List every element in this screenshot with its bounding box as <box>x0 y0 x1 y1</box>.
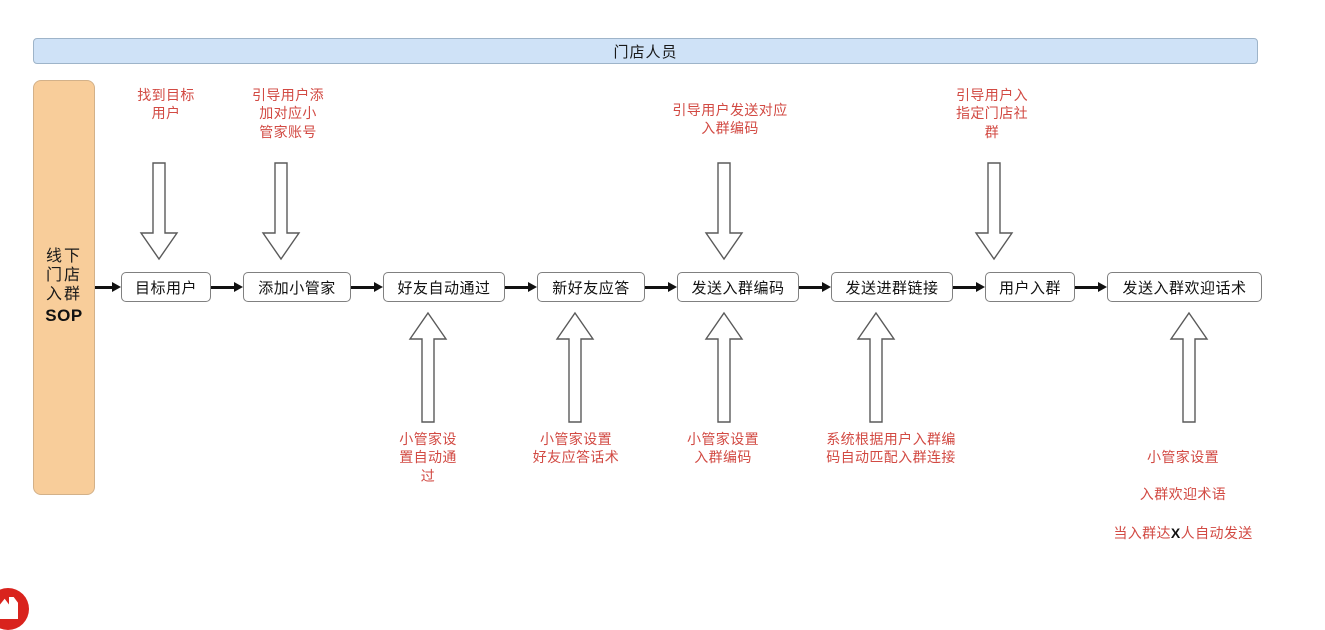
flow-connector-0 <box>95 282 121 292</box>
block-arrow-up-4 <box>856 311 896 423</box>
block-arrow-up-3 <box>704 311 744 423</box>
swimlane-header-banner: 门店人员 <box>33 38 1258 64</box>
note-bottom-5-threshold: X <box>1170 525 1181 542</box>
block-arrow-down-1 <box>139 162 179 261</box>
lane-label-line-3: 入群 <box>45 285 82 303</box>
flow-connector-1 <box>211 282 243 292</box>
process-box-1[interactable]: 目标用户 <box>121 272 211 302</box>
block-arrow-up-1 <box>408 311 448 423</box>
lane-label-line-2: 门店 <box>45 267 82 285</box>
flow-connector-6 <box>953 282 985 292</box>
process-box-3-label: 好友自动通过 <box>397 280 491 297</box>
process-box-8[interactable]: 发送入群欢迎话术 <box>1107 272 1262 302</box>
block-arrow-down-4 <box>974 162 1014 261</box>
note-bottom-5: 小管家设置 入群欢迎术语 当入群达X人自动发送 <box>1098 432 1268 563</box>
swimlane-header-title: 门店人员 <box>613 44 678 61</box>
red-circle-logo-icon <box>0 588 29 630</box>
lane-label-line-1: 线下 <box>45 248 82 266</box>
flow-connector-2 <box>351 282 383 292</box>
flow-connector-5 <box>799 282 831 292</box>
flow-connector-7 <box>1075 282 1107 292</box>
note-bottom-4: 系统根据用户入群编 码自动匹配入群连接 <box>826 433 956 467</box>
process-box-1-label: 目标用户 <box>134 280 197 297</box>
process-box-5-label: 发送入群编码 <box>691 280 785 297</box>
note-top-4: 引导用户入 指定门店社 群 <box>956 89 1028 141</box>
block-arrow-down-3 <box>704 162 744 261</box>
block-arrow-down-2 <box>261 162 301 261</box>
block-arrow-up-2 <box>555 311 595 423</box>
process-box-2-label: 添加小管家 <box>258 280 336 297</box>
note-bottom-5-line-2: 入群欢迎术语 <box>1139 488 1227 504</box>
process-box-6[interactable]: 发送进群链接 <box>831 272 953 302</box>
note-bottom-5-line-3: 当入群达X人自动发送 <box>1098 524 1268 544</box>
note-bottom-1: 小管家设 置自动通 过 <box>399 433 457 485</box>
note-top-1: 找到目标 用户 <box>137 89 195 123</box>
note-bottom-5-line-3-post: 人自动发送 <box>1180 527 1253 543</box>
logo-glyph-icon <box>0 597 18 619</box>
lane-label-sop: SOP <box>45 305 83 325</box>
process-box-7[interactable]: 用户入群 <box>985 272 1075 302</box>
process-box-7-label: 用户入群 <box>998 280 1061 297</box>
lane-label-offline-store-sop: 线下 门店 入群 SOP <box>33 80 95 495</box>
flow-connector-3 <box>505 282 537 292</box>
note-bottom-3: 小管家设置 入群编码 <box>687 433 759 467</box>
process-box-8-label: 发送入群欢迎话术 <box>1122 280 1247 297</box>
note-top-2: 引导用户添 加对应小 管家账号 <box>252 89 324 141</box>
process-box-4-label: 新好友应答 <box>552 280 630 297</box>
process-box-2[interactable]: 添加小管家 <box>243 272 351 302</box>
process-box-3[interactable]: 好友自动通过 <box>383 272 505 302</box>
note-top-3: 引导用户发送对应 入群编码 <box>672 104 788 138</box>
note-bottom-2: 小管家设置 好友应答话术 <box>532 433 620 467</box>
process-box-6-label: 发送进群链接 <box>845 280 939 297</box>
note-bottom-5-line-1: 小管家设置 <box>1147 451 1219 467</box>
process-box-5[interactable]: 发送入群编码 <box>677 272 799 302</box>
flow-connector-4 <box>645 282 677 292</box>
process-box-4[interactable]: 新好友应答 <box>537 272 645 302</box>
block-arrow-up-5 <box>1169 311 1209 423</box>
note-bottom-5-line-3-pre: 当入群达 <box>1113 527 1171 543</box>
